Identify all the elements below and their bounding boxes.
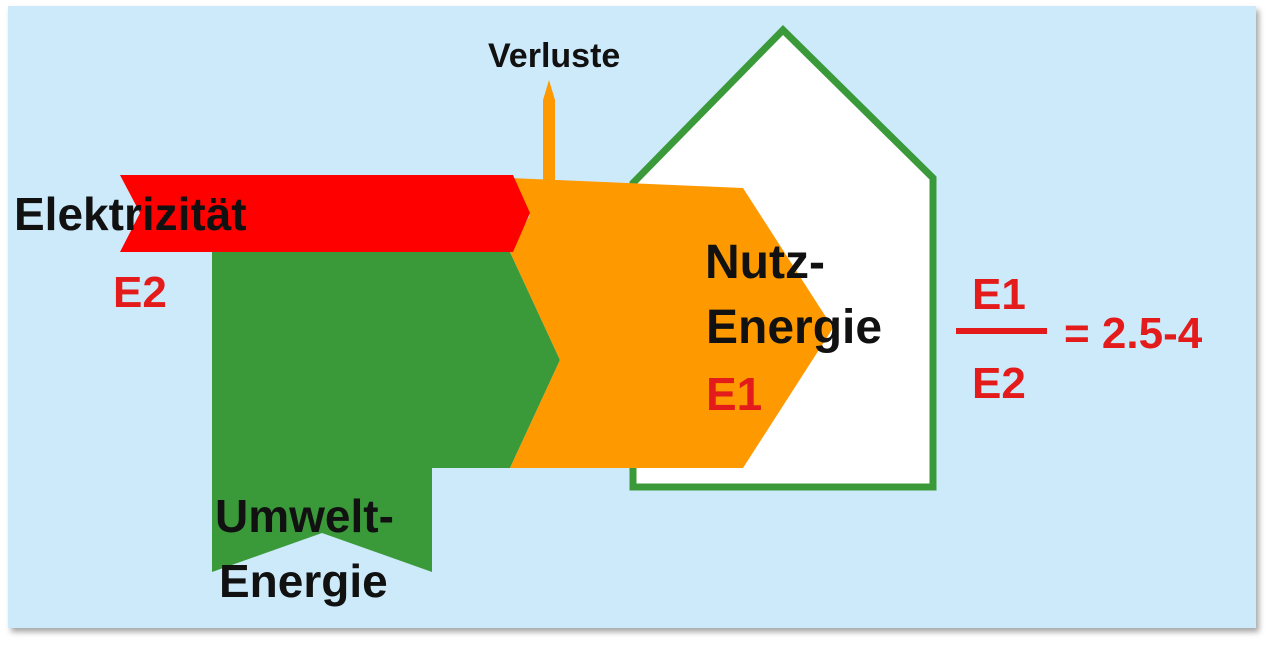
useful-symbol: E1 (706, 368, 762, 420)
electricity-flow (120, 175, 530, 252)
formula-denominator: E2 (972, 359, 1026, 408)
ambient-label-line2: Energie (219, 555, 388, 607)
fraction-bar (956, 328, 1047, 334)
formula-numerator: E1 (972, 270, 1026, 319)
useful-label-line2: Energie (706, 301, 882, 354)
electricity-label: Elektrizität (14, 188, 247, 240)
useful-energy-flow (510, 178, 833, 468)
formula-result: = 2.5-4 (1064, 309, 1203, 358)
ambient-label-line1: Umwelt- (215, 490, 394, 542)
losses-arrow (543, 80, 555, 188)
electricity-symbol: E2 (113, 268, 167, 317)
useful-label-line1: Nutz- (705, 236, 825, 289)
ambient-energy-flow (212, 252, 560, 572)
losses-label: Verluste (488, 37, 620, 75)
